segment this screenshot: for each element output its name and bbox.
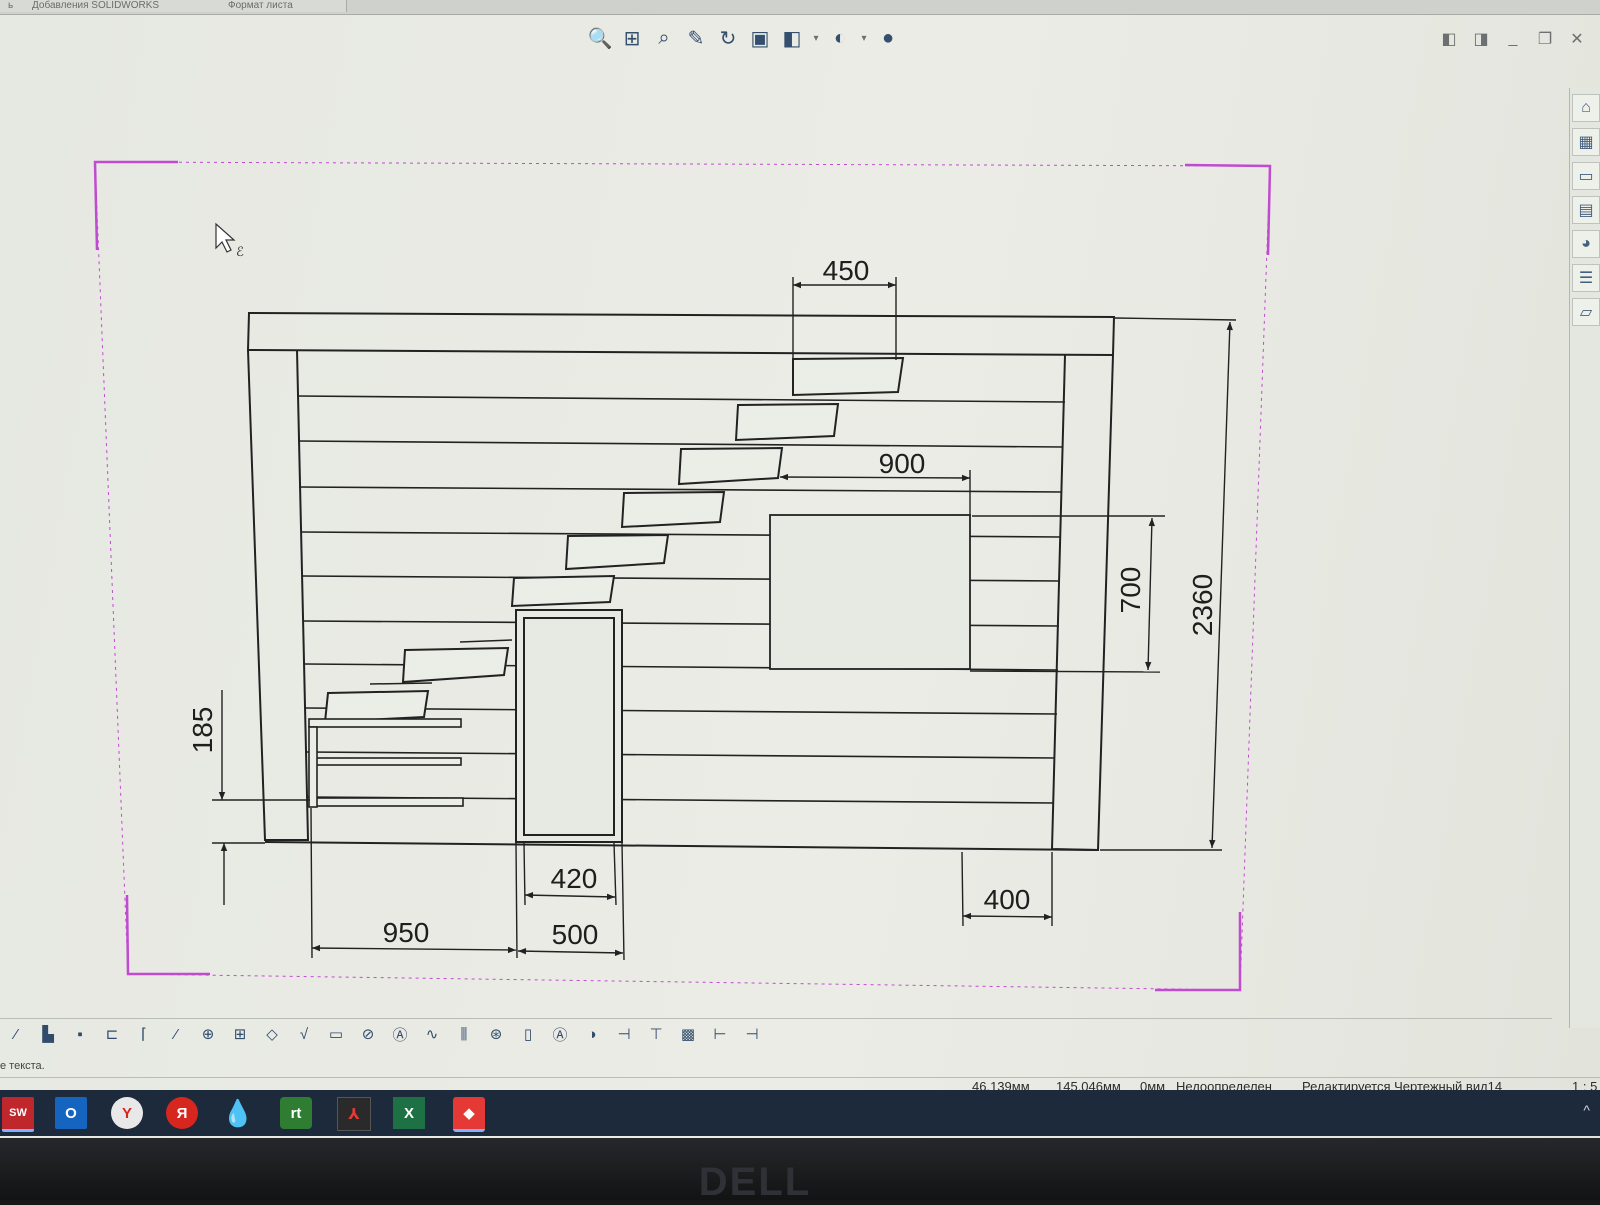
- excel-app-icon[interactable]: X: [393, 1097, 425, 1129]
- appearance-icon[interactable]: ●: [881, 26, 895, 49]
- spell-check-icon[interactable]: ▪: [77, 1025, 83, 1043]
- library-icon[interactable]: ▦: [1572, 128, 1600, 156]
- chevron-down-icon[interactable]: ▾: [813, 32, 819, 44]
- hole-callout-icon[interactable]: ⊘: [361, 1026, 375, 1043]
- move-icon[interactable]: ⊢: [713, 1026, 727, 1043]
- weld-symbol-icon[interactable]: ▭: [328, 1026, 344, 1043]
- chevron-down-icon[interactable]: ▾: [861, 32, 867, 44]
- monitor-bezel: [0, 1138, 1600, 1200]
- annotation-toolbar: ⁄ ▙ ▪ ⊏ ⌈ ⁄ ⊕ ⊞ ◇ √ ▭ ⊘ Ⓐ ∿ ⫼ ⊛ ▯ Ⓐ ◑ ⊣ …: [0, 1018, 1552, 1049]
- dimension-total-height[interactable]: 2360: [1187, 574, 1218, 636]
- tile-right-icon[interactable]: ◨: [1473, 31, 1489, 48]
- pan-icon[interactable]: ✎: [687, 27, 705, 50]
- outlook-app-icon[interactable]: O: [55, 1097, 87, 1129]
- tab-sheet-format[interactable]: Формат листа: [220, 0, 347, 12]
- layer-icon[interactable]: ▩: [680, 1026, 696, 1043]
- center-mark-icon[interactable]: ▯: [523, 1026, 533, 1043]
- view-settings-icon[interactable]: ▣: [750, 27, 770, 50]
- folder-icon[interactable]: ▭: [1572, 162, 1600, 190]
- properties-icon[interactable]: ☰: [1572, 264, 1600, 292]
- dimension-door-outer[interactable]: 500: [552, 919, 599, 950]
- dimension-door-width[interactable]: 420: [551, 863, 598, 894]
- status-prompt: е текста.: [0, 1060, 45, 1072]
- linear-pattern-icon[interactable]: ⁄: [174, 1025, 178, 1043]
- yandex-app-icon[interactable]: Я: [166, 1097, 198, 1129]
- note-icon[interactable]: ⌈: [141, 1026, 147, 1043]
- revision-cloud-icon[interactable]: ⊣: [617, 1026, 631, 1043]
- auto-balloon-icon[interactable]: ⊞: [233, 1026, 247, 1043]
- gtol-icon[interactable]: Ⓐ: [392, 1026, 408, 1044]
- align-icon[interactable]: ⊣: [745, 1026, 759, 1043]
- display-style-icon[interactable]: ◧: [782, 27, 802, 50]
- format-painter-icon[interactable]: ⊏: [105, 1026, 119, 1043]
- restore-icon[interactable]: ❐: [1537, 31, 1553, 48]
- dimension-step-height[interactable]: 185: [187, 707, 218, 754]
- dimension-tread-depth[interactable]: 450: [823, 255, 870, 286]
- datum-feature-icon[interactable]: ∿: [425, 1026, 439, 1043]
- dimension-lines: [212, 277, 1237, 961]
- command-manager-tabs: ь Добавления SOLIDWORKS Формат листа: [0, 0, 1600, 15]
- heads-up-view-toolbar: 🔍 ⊞ ⌕ ✎ ↻ ▣ ◧ ▾ ◐ ▾ ●: [586, 22, 902, 54]
- zoom-in-out-icon[interactable]: ⌕: [658, 26, 670, 49]
- balloon-icon[interactable]: ⊕: [201, 1026, 215, 1043]
- tray-chevron-up-icon[interactable]: ^: [1583, 1102, 1590, 1118]
- minimize-icon[interactable]: _: [1508, 30, 1518, 47]
- area-hatch-icon[interactable]: ◑: [587, 1025, 597, 1043]
- close-icon[interactable]: ✕: [1570, 31, 1584, 48]
- staircase-geometry: [246, 311, 1116, 852]
- monitor-logo: DELL: [698, 1160, 812, 1204]
- dimension-lower-width[interactable]: 950: [383, 917, 430, 948]
- view-palette-icon[interactable]: ▤: [1572, 196, 1600, 224]
- drawing-sheet[interactable]: ℰ: [0, 0, 1600, 1138]
- surface-finish-icon[interactable]: √: [299, 1025, 309, 1043]
- smart-dimension-icon[interactable]: ⁄: [14, 1025, 18, 1043]
- table-icon[interactable]: ⊤: [649, 1026, 663, 1043]
- dimension-right-gap[interactable]: 400: [984, 884, 1031, 915]
- droplet-app-icon[interactable]: 💧: [221, 1097, 255, 1128]
- zoom-area-icon[interactable]: ⊞: [623, 27, 641, 50]
- document-window-controls: ◧ ◨ _ ❐ ✕: [1438, 28, 1588, 50]
- mouse-cursor-icon: ℰ: [215, 222, 244, 259]
- yandex-browser-icon[interactable]: Y: [111, 1097, 143, 1129]
- rotate-icon[interactable]: ↻: [719, 27, 737, 50]
- pdf-app-icon[interactable]: ⅄: [337, 1097, 371, 1131]
- zoom-fit-icon[interactable]: 🔍: [587, 27, 613, 50]
- model-items-icon[interactable]: ▙: [42, 1026, 54, 1043]
- datum-target-icon[interactable]: ⫼: [460, 1025, 468, 1043]
- solidworks-app-icon[interactable]: SW: [2, 1097, 34, 1132]
- hide-show-icon[interactable]: ◐: [833, 26, 847, 49]
- rt-app-icon[interactable]: rt: [280, 1097, 312, 1129]
- tile-left-icon[interactable]: ◧: [1441, 31, 1457, 48]
- blocks-icon[interactable]: ⊛: [489, 1026, 503, 1043]
- svg-text:ℰ: ℰ: [236, 244, 244, 259]
- view-boundary: [93, 160, 1272, 992]
- windows-taskbar: SW O Y Я 💧 rt ⅄ X ◆ ^: [0, 1090, 1600, 1136]
- magnetic-line-icon[interactable]: ◇: [266, 1026, 278, 1043]
- forum-icon[interactable]: ▱: [1572, 298, 1600, 326]
- dimension-opening-height[interactable]: 700: [1115, 567, 1146, 614]
- dimension-opening-width[interactable]: 900: [879, 448, 926, 479]
- anydesk-app-icon[interactable]: ◆: [453, 1097, 485, 1132]
- centerline-icon[interactable]: Ⓐ: [552, 1026, 568, 1044]
- task-pane: ⌂ ▦ ▭ ▤ ◕ ☰ ▱: [1569, 88, 1600, 1028]
- monitor-screen: ь Добавления SOLIDWORKS Формат листа 🔍 ⊞…: [0, 0, 1600, 1138]
